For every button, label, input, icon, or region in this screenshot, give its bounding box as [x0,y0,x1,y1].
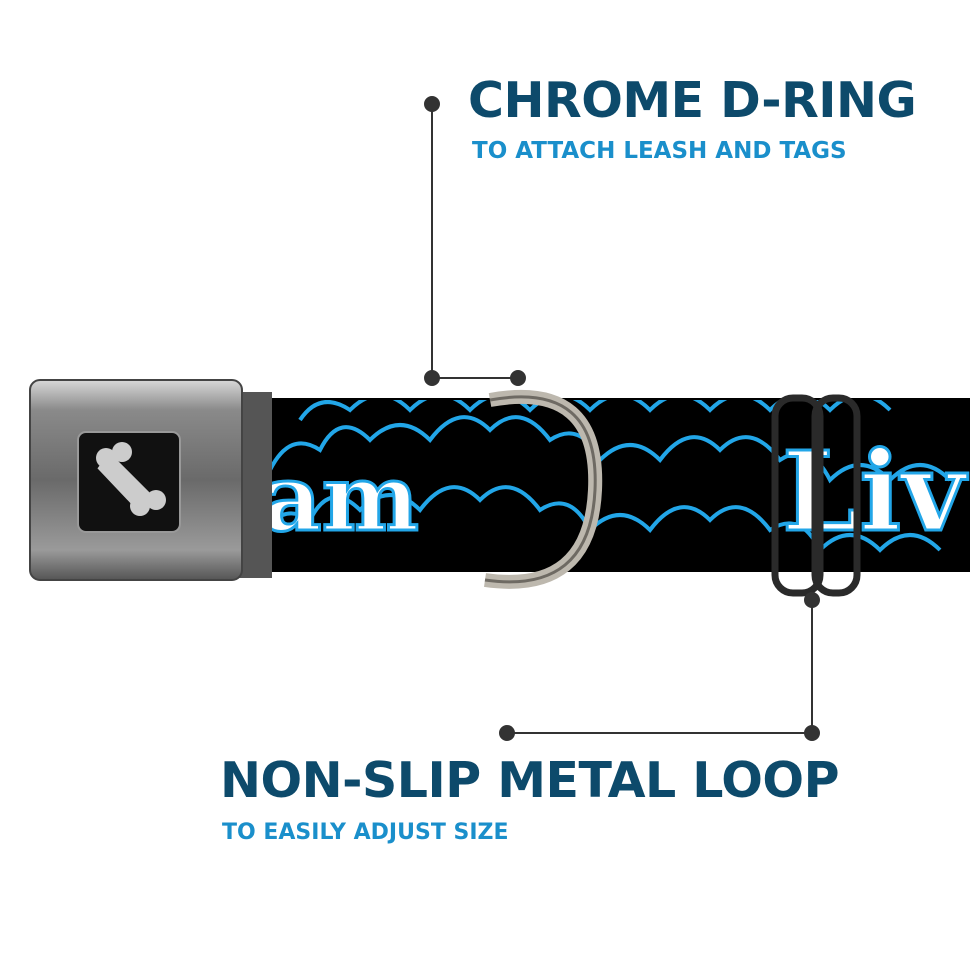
callout-subtitle-d-ring: TO ATTACH LEASH AND TAGS [472,138,847,164]
strap-text-right: Liv [782,427,968,556]
callout-line-d-ring [424,96,526,386]
strap-text-left: am [262,444,419,552]
collar-strap: am Liv [255,398,970,572]
callout-subtitle-loop: TO EASILY ADJUST SIZE [222,820,509,845]
callout-line-loop [499,592,820,741]
d-ring [484,389,603,589]
metal-loop [771,394,861,597]
callout-title-loop: NON-SLIP METAL LOOP [220,752,839,809]
callout-title-d-ring: CHROME D-RING [468,72,917,129]
bone-icon [96,442,166,516]
seatbelt-buckle [29,379,272,581]
